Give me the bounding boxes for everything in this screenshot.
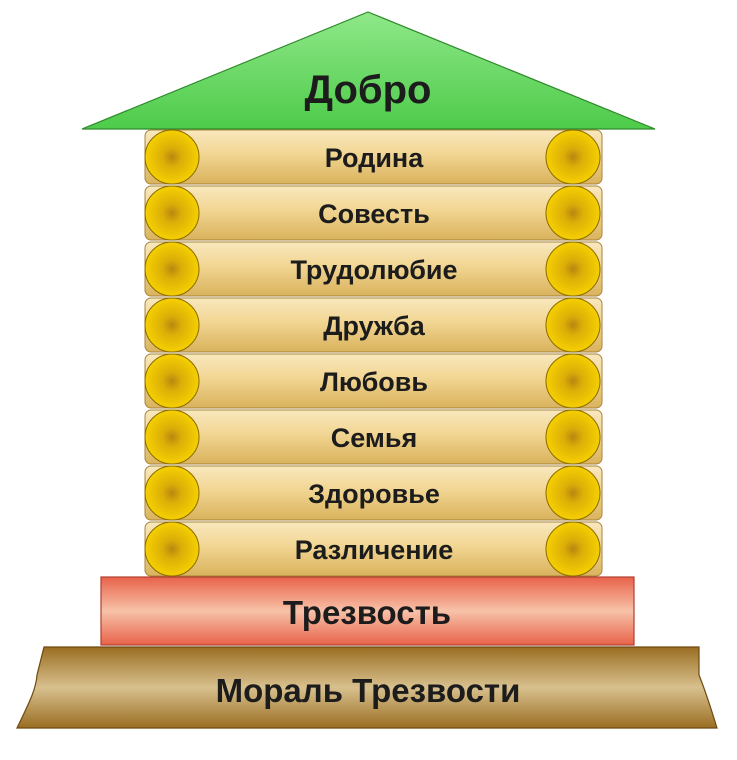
- log-row: Различение: [144, 521, 603, 577]
- log-end-left: [144, 241, 200, 297]
- log-label: Любовь: [320, 367, 428, 397]
- log-end-left: [144, 465, 200, 521]
- roof-label: Добро: [305, 68, 432, 112]
- log-end-right: [545, 297, 601, 353]
- log-end-left: [144, 129, 200, 185]
- log-end-right: [545, 185, 601, 241]
- log-row: Семья: [144, 409, 603, 465]
- log-end-left: [144, 297, 200, 353]
- log-label: Дружба: [323, 311, 426, 341]
- roof: Добро: [81, 11, 656, 130]
- log-row: Дружба: [144, 297, 603, 353]
- log-end-right: [545, 353, 601, 409]
- log-label: Совесть: [318, 199, 430, 229]
- log-end-left: [144, 185, 200, 241]
- log-label: Родина: [325, 143, 425, 173]
- log-end-right: [545, 129, 601, 185]
- log-end-left: [144, 409, 200, 465]
- log-end-right: [545, 409, 601, 465]
- log-end-right: [545, 465, 601, 521]
- roof-triangle: [81, 11, 656, 130]
- log-end-right: [545, 521, 601, 577]
- log-label: Семья: [331, 423, 417, 453]
- ground-label: Мораль Трезвости: [216, 672, 521, 709]
- log-label: Различение: [295, 535, 453, 565]
- log-row: Трудолюбие: [144, 241, 603, 297]
- log-row: Совесть: [144, 185, 603, 241]
- foundation-label: Трезвость: [283, 594, 451, 631]
- log-wall: РодинаСовестьТрудолюбиеДружбаЛюбовьСемья…: [144, 129, 603, 577]
- log-end-left: [144, 521, 200, 577]
- log-row: Здоровье: [144, 465, 603, 521]
- ground-slab: [16, 646, 718, 729]
- log-label: Здоровье: [308, 479, 440, 509]
- log-end-left: [144, 353, 200, 409]
- foundation-band: [100, 576, 635, 646]
- log-row: Родина: [144, 129, 603, 185]
- foundation: Трезвость: [100, 576, 635, 646]
- log-row: Любовь: [144, 353, 603, 409]
- log-end-right: [545, 241, 601, 297]
- ground: Мораль Трезвости: [16, 646, 718, 729]
- log-label: Трудолюбие: [290, 255, 457, 285]
